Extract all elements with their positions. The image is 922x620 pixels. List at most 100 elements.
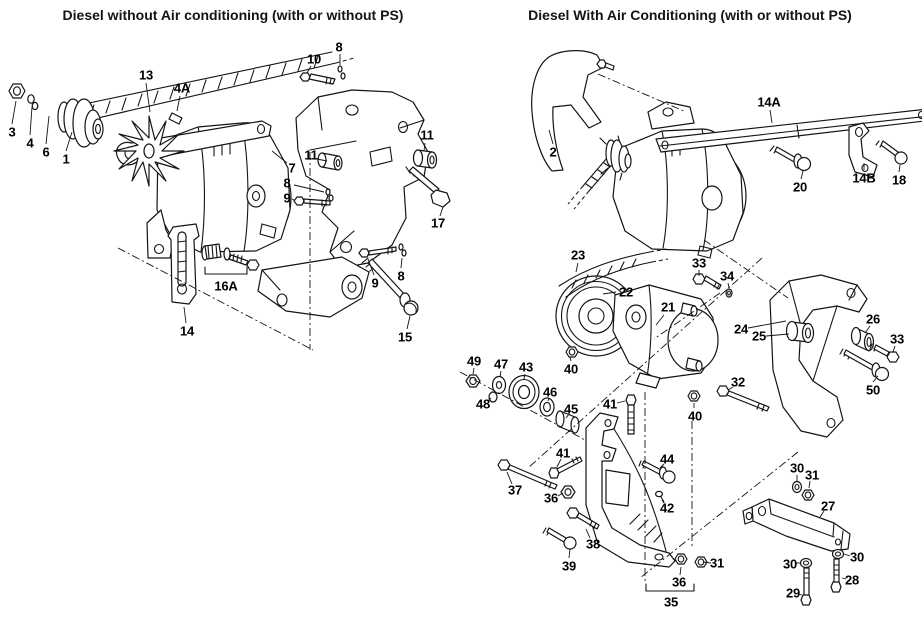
- support-27-drawing: [742, 498, 851, 552]
- leader-right-48-40: [487, 397, 492, 402]
- leader-right-47-38: [499, 370, 502, 378]
- pivot-bracket-drawing: [769, 274, 868, 438]
- left-fasteners-drawing: [293, 65, 451, 316]
- callout-right-36-52: 36: [671, 574, 687, 590]
- callout-left-1-3: 1: [62, 151, 70, 167]
- right-panel-title: Diesel With Air Conditioning (with or wi…: [528, 7, 852, 23]
- leader-left-6-2: [45, 115, 50, 145]
- leader-right-29-60: [797, 593, 803, 596]
- bushing-26-drawing: [839, 326, 900, 382]
- tension-strap-drawing: [167, 223, 200, 305]
- leader-right-39-50: [568, 548, 571, 559]
- strap-14a-drawing: [655, 109, 922, 153]
- callout-right-39-50: 39: [561, 558, 577, 574]
- callout-right-14A-20: 14A: [757, 94, 781, 110]
- lower-link-drawing: [257, 256, 370, 318]
- belt-guard-drawing: [531, 50, 615, 172]
- leader-left-8-17: [400, 257, 403, 269]
- lower-bracket-drawing: [585, 412, 676, 568]
- leader-right-2-19: [548, 129, 554, 145]
- callout-right-27-56: 27: [820, 498, 836, 514]
- leader-right-40-34: [569, 356, 572, 362]
- ac-alternator-drawing: [567, 101, 747, 259]
- leader-left-8-12: [293, 184, 325, 193]
- callout-right-31-51: 31: [709, 555, 725, 571]
- leader-right-43-39: [523, 373, 526, 380]
- callout-right-41-44: 41: [555, 445, 571, 461]
- callout-right-30-57: 30: [849, 549, 865, 565]
- fan-drawing: [113, 115, 185, 187]
- callout-right-38-49: 38: [585, 536, 601, 552]
- leader-left-1-3: [65, 131, 73, 152]
- leader-left-9-16: [367, 258, 375, 276]
- callout-left-14-15: 14: [179, 323, 195, 339]
- callout-right-44-47: 44: [659, 451, 675, 467]
- callout-right-26-31: 26: [865, 311, 881, 327]
- callout-left-17-9: 17: [430, 215, 446, 231]
- callout-right-36-46: 36: [543, 490, 559, 506]
- leader-right-38-49: [585, 528, 591, 539]
- leader-right-36-46: [557, 492, 564, 497]
- callout-right-30-58: 30: [782, 556, 798, 572]
- leader-right-49-37: [472, 367, 475, 375]
- callout-right-29-60: 29: [785, 585, 801, 601]
- leader-right-32-36: [727, 386, 734, 391]
- leader-right-25-30: [765, 333, 790, 337]
- leader-right-33-32: [892, 345, 896, 353]
- leader-left-11-10: [316, 158, 328, 162]
- callout-right-33-32: 33: [889, 331, 905, 347]
- leader-right-26-31: [864, 325, 871, 334]
- callout-right-31-55: 31: [804, 467, 820, 483]
- leader-right-22-25: [602, 291, 617, 295]
- right-assembly-drawing: [459, 50, 922, 606]
- callout-right-32-36: 32: [730, 374, 746, 390]
- leader-right-41-44: [556, 458, 562, 468]
- callout-right-30-54: 30: [789, 460, 805, 476]
- leader-right-23-24: [575, 262, 579, 273]
- callout-right-47-38: 47: [493, 356, 509, 372]
- alternator-drawing: [146, 122, 292, 259]
- leader-left-13-4: [145, 82, 151, 113]
- leader-right-31-51: [702, 561, 712, 564]
- callout-left-4A-5: 4A: [173, 80, 191, 96]
- callout-right-50-33: 50: [865, 382, 881, 398]
- callout-right-23-24: 23: [570, 247, 586, 263]
- callout-right-28-59: 28: [844, 572, 860, 588]
- callout-right-42-48: 42: [659, 500, 675, 516]
- leader-right-45-42: [565, 413, 570, 419]
- leader-left-4A-5: [176, 95, 181, 112]
- pulley-nut-washers-drawing: [8, 83, 39, 111]
- callout-left-9-13: 9: [283, 190, 291, 206]
- callout-left-6-2: 6: [42, 144, 50, 160]
- left-assembly-drawing: [8, 51, 451, 351]
- right-fasteners-drawing: [497, 140, 908, 606]
- leader-right-27-56: [819, 510, 825, 518]
- callout-left-10-6: 10: [306, 51, 322, 67]
- leader-right-31-55: [808, 480, 811, 489]
- leader-right-46-41: [547, 397, 550, 402]
- leader-right-28-59: [841, 577, 847, 580]
- leader-left-4-1: [29, 106, 33, 136]
- callout-right-41-43: 41: [602, 396, 618, 412]
- leader-right-14A-20: [769, 109, 773, 124]
- callout-right-37-45: 37: [507, 482, 523, 498]
- callout-right-49-37: 49: [466, 353, 482, 369]
- leader-left-7-11: [271, 150, 288, 164]
- callout-left-13-4: 13: [138, 67, 154, 83]
- callout-right-21-26: 21: [660, 299, 676, 315]
- leader-right-37-45: [506, 471, 513, 485]
- callout-left-4-1: 4: [26, 135, 34, 151]
- leader-right-34-28: [727, 282, 730, 289]
- callout-left-7-11: 7: [288, 160, 296, 176]
- callout-right-43-39: 43: [518, 359, 534, 375]
- leader-left-14-15: [183, 306, 187, 324]
- leader-left-11-8: [423, 142, 426, 152]
- leader-right-30-57: [843, 553, 851, 557]
- leader-lines: [11, 54, 901, 596]
- callout-left-9-16: 9: [371, 275, 379, 291]
- callout-right-45-42: 45: [563, 401, 579, 417]
- leader-left-3-0: [11, 100, 17, 125]
- leader-right-21-26: [655, 314, 665, 326]
- bracket-14b-drawing: [848, 122, 878, 178]
- left-panel-title: Diesel without Air conditioning (with or…: [62, 7, 404, 23]
